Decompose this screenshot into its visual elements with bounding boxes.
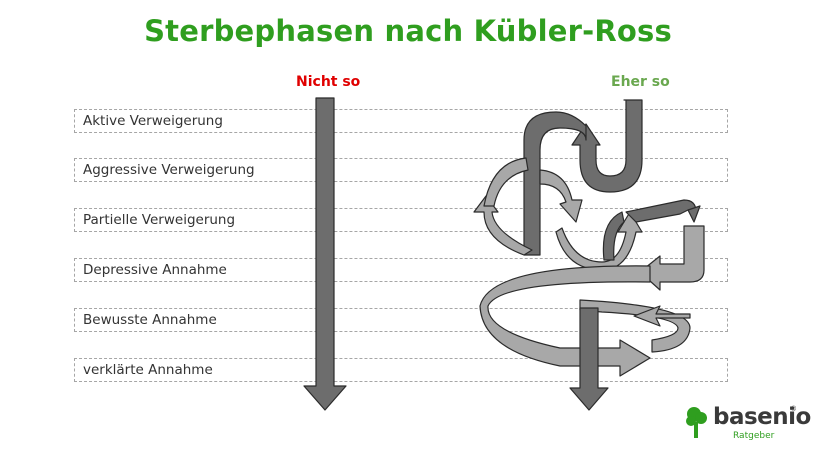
basenio-logo: basenio ® Ratgeber [683,404,811,446]
phase-row-1: Aktive Verweigerung [74,109,728,133]
phase-row-6: verklärte Annahme [74,358,728,382]
page-title: Sterbephasen nach Kübler-Ross [144,14,672,48]
tree-icon [686,407,707,438]
straight-down-arrow [303,97,347,411]
logo-subtitle: Ratgeber [733,431,775,441]
phase-label: Bewusste Annahme [83,312,217,328]
logo-registered: ® [791,406,797,413]
logo-name: basenio [713,404,811,430]
phase-label: Aggressive Verweigerung [83,162,255,178]
phase-label: Partielle Verweigerung [83,212,236,228]
spiral-path-arrow [473,99,705,411]
column-label-eher-so: Eher so [611,74,670,90]
phase-label: verklärte Annahme [83,362,213,378]
phase-label: Aktive Verweigerung [83,113,223,129]
column-label-nicht-so: Nicht so [296,74,361,90]
phase-label: Depressive Annahme [83,262,227,278]
phase-row-2: Aggressive Verweigerung [74,158,728,182]
